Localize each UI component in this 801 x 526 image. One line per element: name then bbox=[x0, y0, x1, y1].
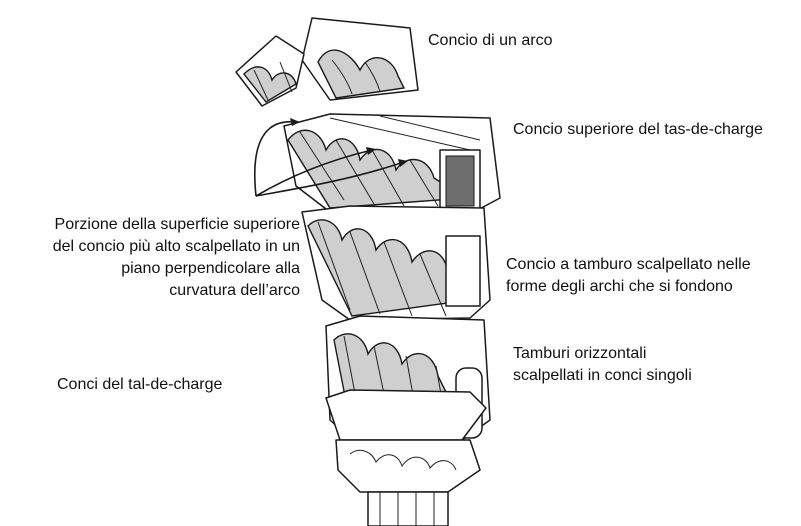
label-arch-voussoir: Concio di un arco bbox=[428, 32, 553, 49]
capital-illustration bbox=[335, 439, 481, 526]
label-horizontal-drums: Tamburi orizzontali scalpellati in conci… bbox=[513, 345, 692, 384]
label-tas-de-charge-blocks: Conci del tal-de-charge bbox=[57, 376, 223, 393]
label-top-voussoir: Concio superiore del tas-de-charge bbox=[513, 121, 763, 138]
horizontal-drums-illustration bbox=[325, 315, 491, 441]
drum-voussoir-illustration bbox=[301, 205, 491, 321]
arch-voussoir-illustration bbox=[235, 17, 419, 107]
label-drum-voussoir: Concio a tamburo scalpellato nelle forme… bbox=[506, 256, 751, 295]
top-voussoir-illustration bbox=[283, 113, 501, 215]
leader-lines bbox=[253, 118, 408, 197]
label-surface-portion: Porzione della superficie superiore del … bbox=[52, 216, 300, 299]
